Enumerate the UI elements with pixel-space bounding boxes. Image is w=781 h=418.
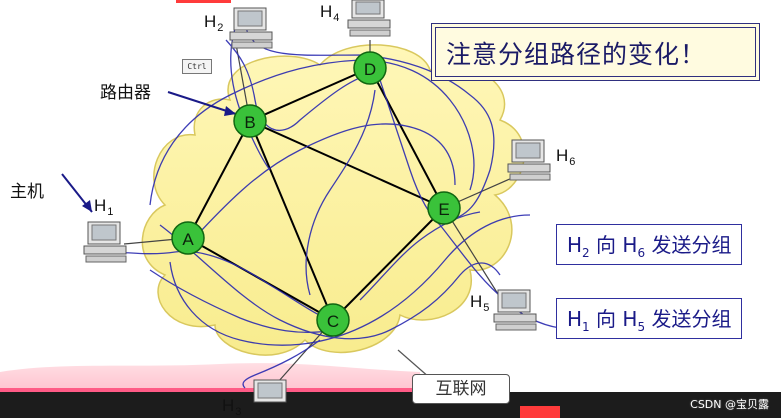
router-arrow-head (224, 106, 236, 116)
info-box-h1-to-h5: H1 向 H5 发送分组 (556, 298, 743, 339)
bottom-haze (0, 363, 420, 392)
host-H6-label: H6 (556, 146, 576, 168)
host-H5-label: H5 (470, 292, 490, 314)
routers: A B C D E (171, 51, 461, 337)
title-box: 注意分组路径的变化！ (431, 23, 760, 81)
internet-label: 互联网 (412, 374, 510, 404)
top-red-bar (176, 0, 231, 3)
computer-icon-H6 (507, 139, 551, 181)
router-A-label: A (182, 230, 194, 249)
host-arrow-head (82, 200, 92, 212)
router-label: 路由器 (100, 83, 151, 103)
host-H2-label: H2 (204, 12, 224, 34)
host-label: 主机 (10, 182, 44, 202)
router-A: A (171, 221, 205, 255)
router-label-arrow (167, 91, 237, 115)
bottom-pink-line (0, 388, 420, 392)
host-H3-label: H3 (222, 396, 242, 418)
computer-icon-H3 (253, 379, 287, 403)
router-C-label: C (327, 312, 339, 331)
watermark: CSDN @宝贝露 (690, 398, 769, 411)
router-B: B (233, 104, 267, 138)
host-computers (83, 0, 551, 403)
router-B-label: B (244, 113, 255, 132)
host-H4-label: H4 (320, 2, 340, 24)
router-D: D (353, 51, 387, 85)
router-E-label: E (438, 200, 449, 219)
bottom-red-chip (520, 406, 560, 418)
internet-label-pointer (397, 349, 431, 379)
computer-icon-H1 (83, 221, 127, 263)
slide-title: 注意分组路径的变化！ (446, 40, 707, 69)
info-box-h2-to-h6: H2 向 H6 发送分组 (556, 224, 743, 265)
router-D-label: D (364, 60, 376, 79)
computer-icon-H5 (493, 289, 537, 331)
computer-icon-H2 (229, 7, 273, 49)
ctrl-tooltip: Ctrl (182, 59, 212, 74)
router-E: E (427, 191, 461, 225)
bottom-dark-bar (0, 392, 781, 418)
host-H1-label: H1 (94, 196, 114, 218)
computer-icon-H4 (347, 0, 391, 37)
router-C: C (316, 303, 350, 337)
